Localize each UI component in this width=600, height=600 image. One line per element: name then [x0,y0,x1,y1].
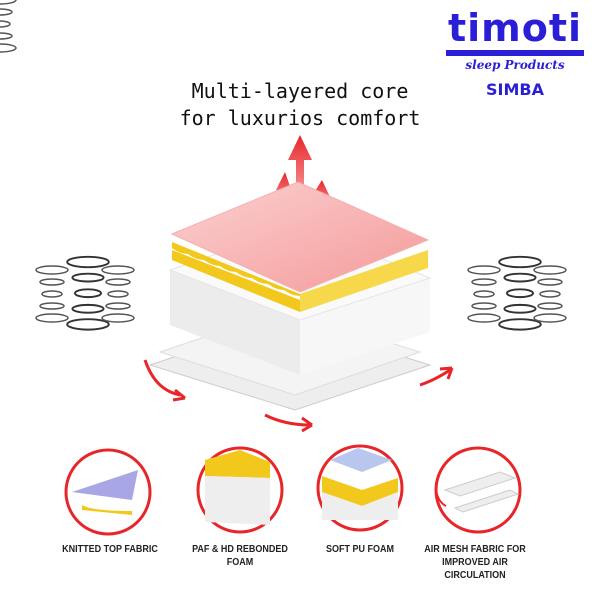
feature-air-mesh-icon [434,446,522,534]
feature-label-air-mesh: AIR MESH FABRIC FOR IMPROVED AIR CIRCULA… [424,544,526,581]
top-fabric-layer [170,181,430,293]
headline: Multi-layered core for luxurios comfort [150,78,450,132]
feature-soft-pu-foam-icon [316,444,404,532]
headline-line-1: Multi-layered core [191,79,409,103]
spring-left-group [0,0,135,331]
logo-divider [446,50,584,56]
headline-line-2: for luxurios comfort [179,106,421,130]
logo-tagline: sleep Products [465,58,565,72]
logo-brand: timoti [447,6,583,50]
feature-label-rebonded-foam: PAF & HD REBONDED FOAM [192,544,288,568]
feature-knitted-top-icon [64,448,152,536]
feature-label-soft-pu-foam: SOFT PU FOAM [325,544,395,555]
spring-icons [0,0,567,331]
circulation-arrows-icon [143,359,454,433]
model-name: SIMBA [486,80,544,99]
spring-right-group [467,255,567,331]
brand-logo: timoti sleep Products SIMBA [440,8,590,99]
feature-rebonded-foam-icon [196,446,284,534]
feature-label-knitted-top: KNITTED TOP FABRIC [62,544,158,555]
yellow-foam-layer [172,242,428,312]
